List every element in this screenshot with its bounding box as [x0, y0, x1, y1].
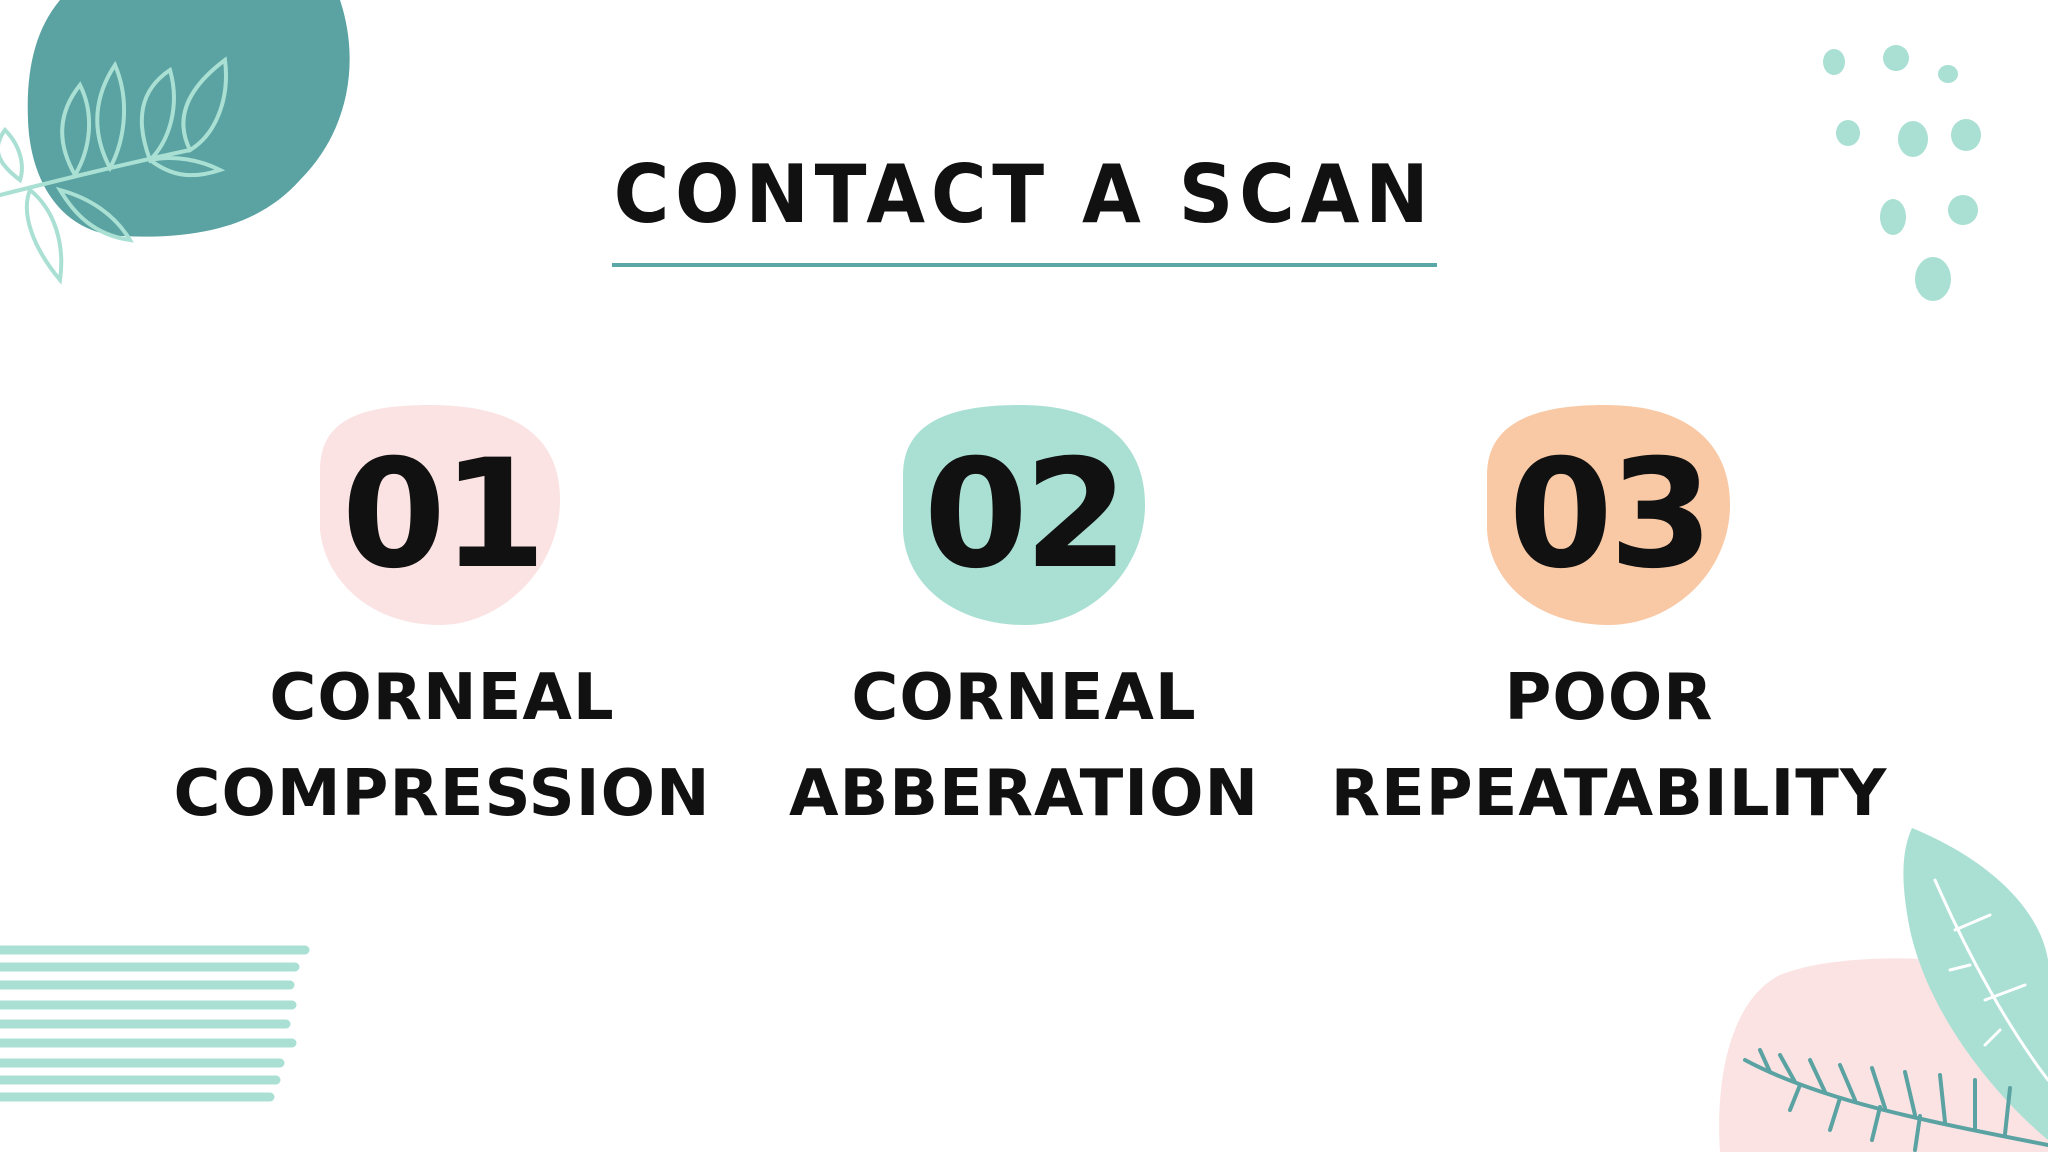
- item-label-line1: POOR: [1504, 661, 1714, 735]
- item-number: 02: [923, 428, 1129, 602]
- item-label-line2: COMPRESSION: [173, 757, 711, 831]
- title-underline: [612, 263, 1437, 267]
- item-label: CORNEAL COMPRESSION: [142, 650, 742, 842]
- item-label: POOR REPEATABILITY: [1309, 650, 1909, 842]
- blob-03-shape: [1487, 405, 1730, 625]
- brush-lines-decoration: [0, 945, 310, 1102]
- item-number: 01: [341, 428, 547, 602]
- item-label-line2: REPEATABILITY: [1330, 757, 1888, 831]
- leaf-veins: [1933, 878, 2048, 1082]
- fern-branch-icon: [1743, 1048, 2048, 1152]
- page-title: CONTACT A SCAN: [613, 148, 1435, 241]
- item-label-line1: CORNEAL: [269, 661, 615, 735]
- dots-decoration: [1823, 45, 1981, 301]
- leaf-branch-icon: [0, 56, 228, 285]
- blob-02-shape: [903, 405, 1145, 625]
- item-number: 03: [1508, 428, 1714, 602]
- blob-01-shape: [320, 405, 560, 625]
- teal-blob-shape: [27, 0, 350, 237]
- item-label: CORNEAL ABBERATION: [724, 650, 1324, 842]
- item-label-line1: CORNEAL: [851, 661, 1197, 735]
- mint-leaf-shape: [1903, 828, 2048, 1140]
- item-label-line2: ABBERATION: [788, 757, 1260, 831]
